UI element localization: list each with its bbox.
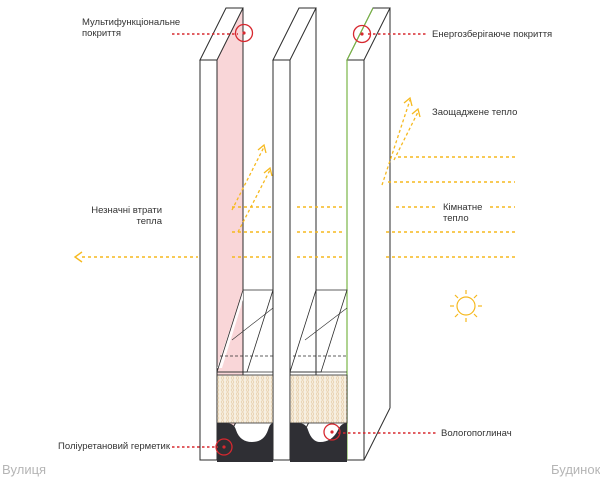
label-minor-heat-loss: Незначні втрати тепла: [91, 205, 162, 227]
inner-glass-pane: [346, 7, 391, 461]
pointer-sealant: [172, 438, 233, 456]
sealant-chamber-1: [217, 423, 273, 462]
label-polyurethane-sealant: Поліуретановий герметик: [58, 441, 170, 452]
saved-heat-arrows: [381, 96, 421, 186]
desiccant-chamber-1: [216, 374, 274, 424]
spacer-chamber-2: [289, 289, 348, 462]
sealant-chamber-2: [290, 423, 347, 462]
minor-loss-arrows: [231, 143, 273, 233]
label-energy-saving-coating: Енергозберігаюче покриття: [432, 29, 553, 40]
label-multifunctional-coating: Мультифункціональне покриття: [82, 17, 181, 39]
pointer-desiccant: [323, 423, 438, 441]
room-heat-rays: [232, 156, 515, 258]
label-saved-heat: Заощаджене тепло: [432, 107, 518, 118]
spacer-chamber-1: [216, 289, 274, 462]
side-label-outside: Вулиця: [2, 462, 47, 477]
label-room-heat: Кімнатне тепло: [443, 202, 483, 224]
pointer-energy-saving: [352, 24, 428, 44]
side-label-inside: Будинок: [551, 462, 600, 477]
outer-glass-pane: [199, 7, 244, 461]
desiccant-chamber-2: [289, 374, 348, 424]
multifunctional-coating-fill: [217, 8, 243, 460]
heat-loss-arrow: [73, 251, 198, 263]
pointer-multifunctional: [172, 23, 254, 43]
sun-icon: [450, 290, 482, 322]
label-desiccant: Вологопоглинач: [441, 428, 512, 439]
